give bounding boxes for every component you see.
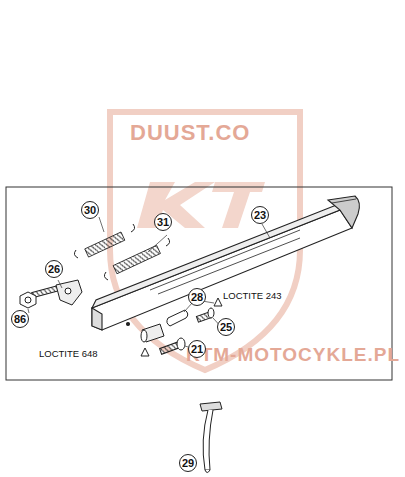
loctite-drop bbox=[214, 298, 222, 306]
callout-number: 31 bbox=[154, 213, 172, 231]
bolt bbox=[160, 338, 185, 354]
callout-number: 23 bbox=[251, 206, 269, 224]
watermark-mark bbox=[137, 182, 215, 228]
spring bbox=[104, 238, 169, 280]
watermark-text: KTM-MOTOCYKLE.PL bbox=[186, 344, 400, 366]
pivot-bolt bbox=[32, 280, 82, 305]
watermark-shield bbox=[110, 112, 300, 370]
side-stand bbox=[92, 196, 359, 330]
nut bbox=[20, 292, 36, 308]
spring bbox=[74, 224, 134, 258]
spring-hook bbox=[200, 402, 222, 473]
callout-number: 21 bbox=[188, 340, 206, 358]
loctite-drop bbox=[141, 348, 149, 356]
note-text: LOCTITE 648 bbox=[38, 348, 99, 359]
callout-number: 86 bbox=[11, 310, 29, 328]
callout-number: 28 bbox=[188, 288, 206, 306]
note-text: LOCTITE 243 bbox=[222, 290, 283, 301]
callout-number: 26 bbox=[45, 260, 63, 278]
callout-number: 25 bbox=[217, 318, 235, 336]
lock-plate bbox=[167, 310, 188, 326]
screw bbox=[196, 308, 214, 322]
leader-lines bbox=[28, 217, 270, 350]
callout-number: 29 bbox=[179, 454, 197, 472]
callout-number: 30 bbox=[81, 201, 99, 219]
bushing bbox=[141, 324, 164, 342]
watermark-text: DUUST.CO bbox=[130, 120, 250, 146]
